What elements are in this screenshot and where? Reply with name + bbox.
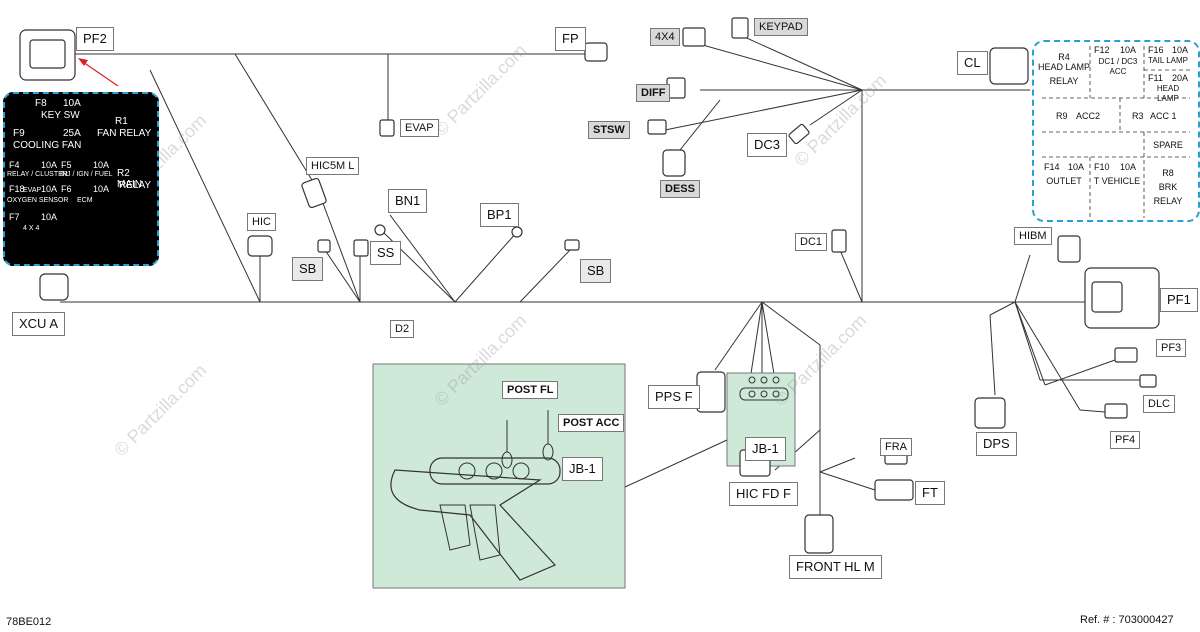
fuse-f10-name: T VEHICLE xyxy=(1093,176,1141,186)
connector-4x4-label: 4X4 xyxy=(650,28,680,46)
fuse-f10: F10 xyxy=(1094,162,1110,172)
relay-r1: R1 xyxy=(115,116,128,127)
relay-r3: R3 xyxy=(1132,111,1144,121)
relay-r2-name: RELAY xyxy=(119,180,152,191)
fuse-f8: F8 xyxy=(35,98,47,109)
relay-r4-name1: HEAD LAMP xyxy=(1038,62,1091,72)
connector-pf3-label: PF3 xyxy=(1156,339,1187,357)
connector-jb1-small-label: JB-1 xyxy=(745,437,786,461)
fuse-f5: F5 xyxy=(61,160,72,170)
connector-sb-right-label: SB xyxy=(580,259,612,283)
pointer-arrow xyxy=(79,59,119,87)
fuse-f6-amp: 10A xyxy=(93,184,110,194)
fuse-f14-name: OUTLET xyxy=(1046,176,1082,186)
connector-shapes xyxy=(19,17,1160,554)
connector-fra-label: FRA xyxy=(880,438,912,456)
reference-number: Ref. # : 703000427 xyxy=(1080,614,1174,626)
fuse-f11-name: HEAD LAMP xyxy=(1156,84,1180,103)
detail-jb1-label: JB-1 xyxy=(562,457,603,481)
fuse-f11: F11 xyxy=(1148,73,1163,83)
relay-r2: R2 MAIN xyxy=(117,168,142,190)
connector-dess-label: DESS xyxy=(660,180,700,198)
fuse-f14-amp: 10A xyxy=(1068,162,1085,172)
fuse-f6-name: ECM xyxy=(77,197,93,204)
fuse-f18-evap: EVAP xyxy=(23,187,42,194)
relay-r8: R8 xyxy=(1162,168,1174,178)
relay-r9: R9 xyxy=(1056,111,1068,121)
connector-pps-f-label: PPS F xyxy=(648,385,700,409)
fuse-f18-name: OXYGEN SENSOR xyxy=(7,197,69,204)
connector-pf2-label: PF2 xyxy=(76,27,114,51)
fuse-f4-name: RELAY / CLUSTER xyxy=(7,171,68,178)
fuse-box-left: F8 10A KEY SW F9 25A COOLING FAN R1 FAN … xyxy=(3,92,159,266)
fuse-f6: F6 xyxy=(61,184,72,194)
connector-d2-label: D2 xyxy=(390,320,415,338)
connector-hic-fd-f-label: HIC FD F xyxy=(729,482,798,506)
fuse-f5-name: INJ / IGN / FUEL xyxy=(60,171,113,178)
fuse-f7: F7 xyxy=(9,212,20,222)
relay-r3-name: ACC 1 xyxy=(1150,111,1177,121)
fuse-box-grid xyxy=(1042,46,1190,218)
fuse-f4: F4 xyxy=(9,160,20,170)
fuse-f8-name: KEY SW xyxy=(41,110,80,121)
connector-pf1-label: PF1 xyxy=(1160,288,1198,312)
connector-dc3-label: DC3 xyxy=(747,133,788,157)
fuse-f11-amp: 20A xyxy=(1172,73,1189,83)
relay-r8-name2: RELAY xyxy=(1153,196,1183,206)
fuse-f8-amp: 10A xyxy=(63,98,81,109)
fuse-f18: F18 xyxy=(9,184,25,194)
connector-sb-left-label: SB xyxy=(292,257,324,281)
connector-stsw-label: STSW xyxy=(588,121,630,139)
connector-fp-label: FP xyxy=(555,27,586,51)
fuse-f16-amp: 10A xyxy=(1172,45,1189,55)
fuse-f9-name: COOLING FAN xyxy=(13,140,82,151)
detail-post-fl-label: POST FL xyxy=(502,381,559,399)
relay-r4: R4 xyxy=(1058,52,1070,62)
connector-dc1-label: DC1 xyxy=(795,233,828,251)
fuse-f4-amp: 10A xyxy=(41,160,58,170)
connector-pf4-label: PF4 xyxy=(1110,431,1141,449)
fuse-f9: F9 xyxy=(13,128,25,139)
connector-hic-label: HIC xyxy=(247,213,276,231)
fuse-f7-name: 4 X 4 xyxy=(23,225,40,232)
fuse-box-right: R4 HEAD LAMP RELAY F12 10A DC1 / DC3 ACC… xyxy=(1032,40,1200,222)
connector-hibm-label: HIBM xyxy=(1014,227,1052,245)
connector-keypad-label: KEYPAD xyxy=(754,18,808,36)
fuse-f14: F14 xyxy=(1044,162,1060,172)
connector-evap-label: EVAP xyxy=(400,119,439,137)
fuse-f7-amp: 10A xyxy=(41,212,58,222)
fuse-f9-amp: 25A xyxy=(63,128,81,139)
connector-bn1-label: BN1 xyxy=(388,189,428,213)
connector-bp1-label: BP1 xyxy=(480,203,519,227)
relay-r4-name2: RELAY xyxy=(1049,76,1079,86)
pointer-arrowhead xyxy=(78,58,88,66)
fuse-f10-amp: 10A xyxy=(1120,162,1137,172)
connector-hic5m-l-label: HIC5M L xyxy=(306,157,360,175)
drawing-code: 78BE012 xyxy=(6,616,52,628)
connector-front-hl-m-label: FRONT HL M xyxy=(789,555,882,579)
wires xyxy=(60,34,1140,515)
connector-dps-label: DPS xyxy=(976,432,1017,456)
spare-slot: SPARE xyxy=(1153,140,1183,150)
connector-xcu-a-label: XCU A xyxy=(12,312,66,336)
fuse-f5-amp: 10A xyxy=(93,160,110,170)
connector-ft-label: FT xyxy=(915,481,945,505)
fuse-f18-amp: 10A xyxy=(41,184,58,194)
fuse-f12-name: DC1 / DC3 ACC xyxy=(1098,57,1138,76)
relay-r8-name1: BRK xyxy=(1158,182,1178,192)
fuse-f16: F16 xyxy=(1148,45,1164,55)
connector-diff-label: DIFF xyxy=(636,84,671,102)
fuse-f12-amp: 10A xyxy=(1120,45,1137,55)
connector-dlc-label: DLC xyxy=(1143,395,1176,413)
relay-r9-name: ACC2 xyxy=(1076,111,1101,121)
fuse-f16-name: TAIL LAMP xyxy=(1147,56,1188,65)
connector-cl-label: CL xyxy=(957,51,988,75)
connector-ss-label: SS xyxy=(370,241,402,265)
detail-post-acc-label: POST ACC xyxy=(558,414,625,432)
relay-r1-name: FAN RELAY xyxy=(97,128,152,139)
fuse-f12: F12 xyxy=(1094,45,1110,55)
